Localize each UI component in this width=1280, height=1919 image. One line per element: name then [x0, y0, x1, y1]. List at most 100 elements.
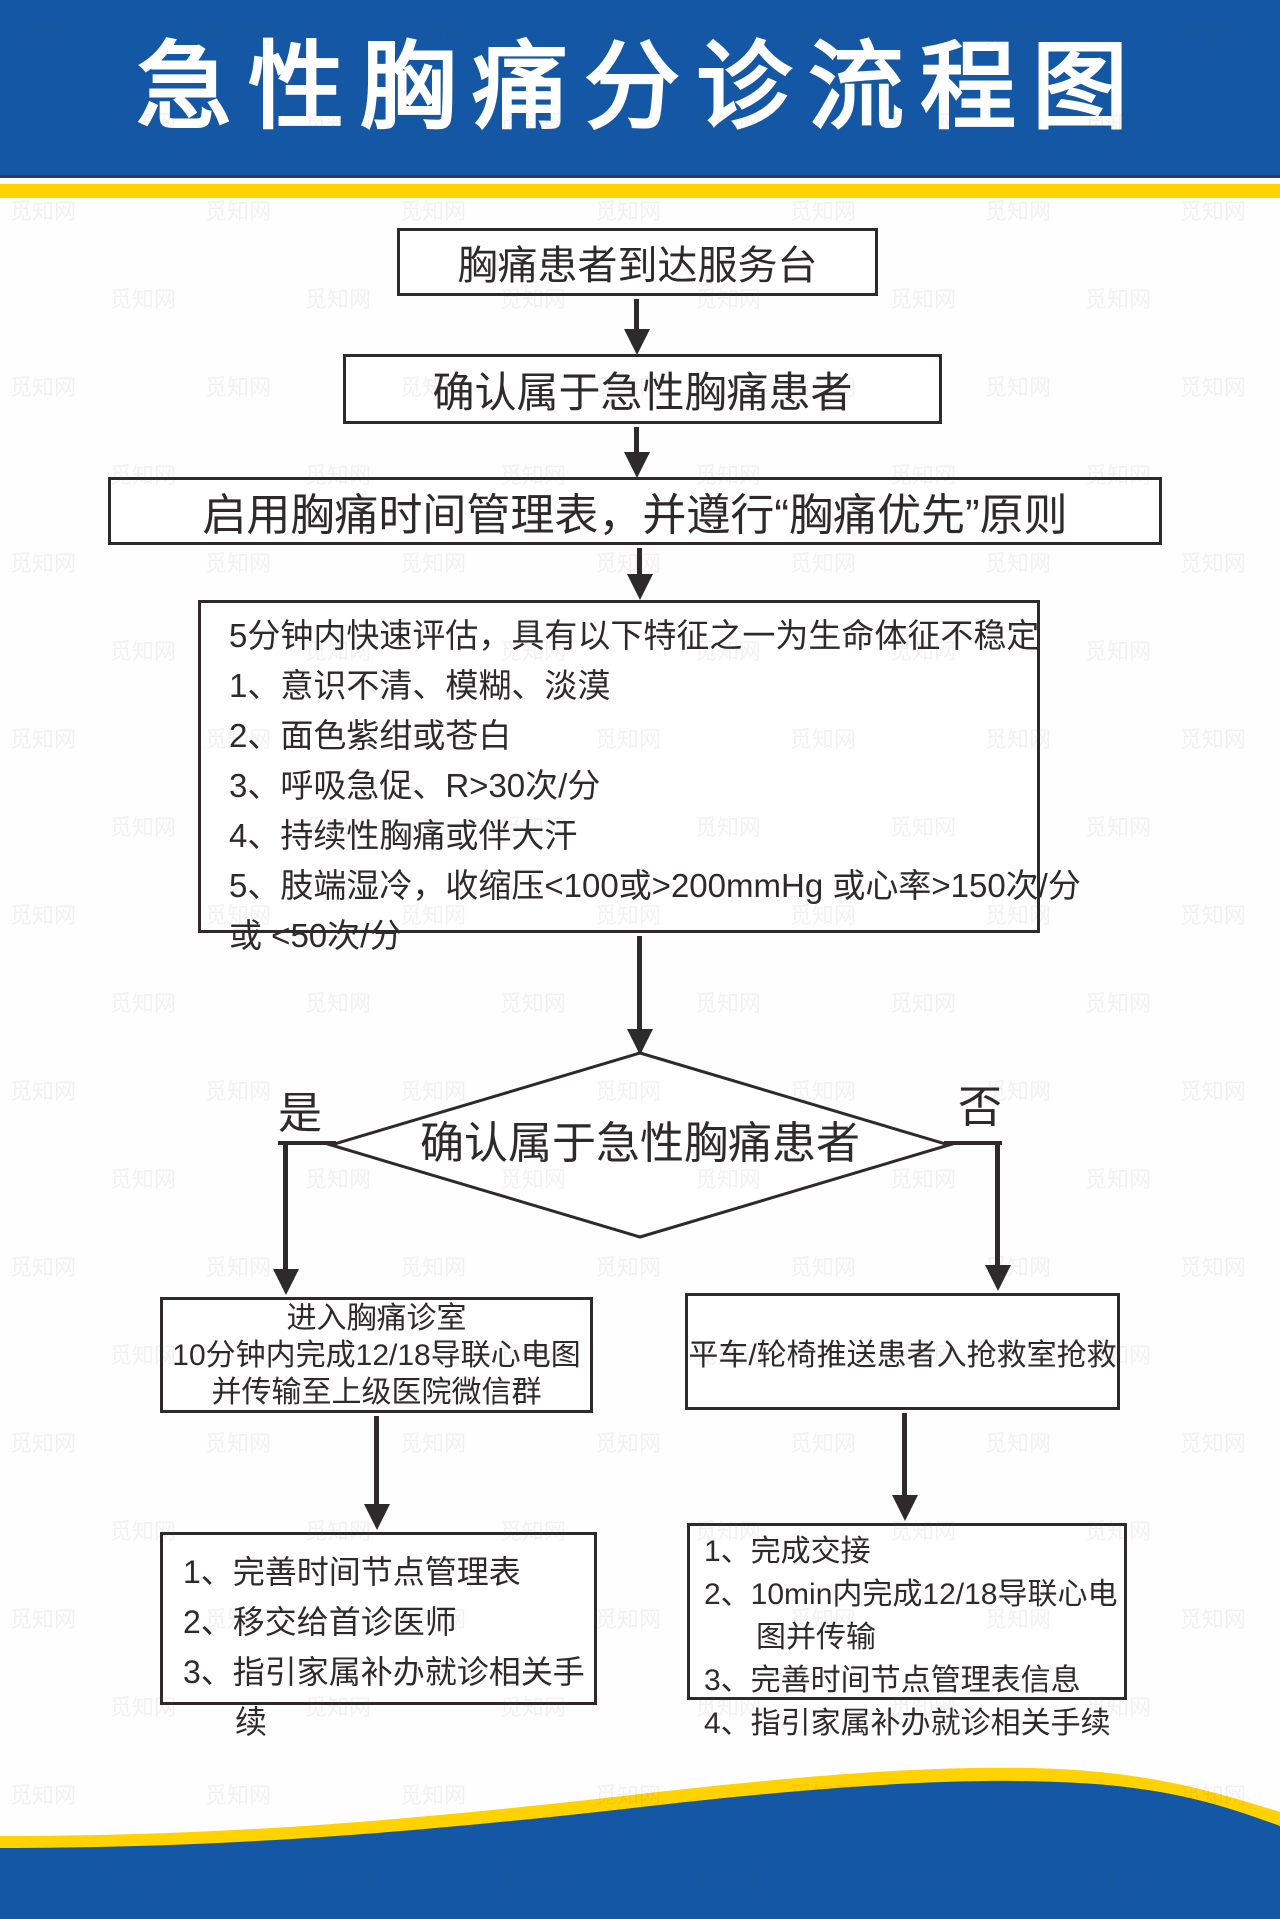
flow-box-assessment: 5分钟内快速评估，具有以下特征之一为生命体征不稳定 1、意识不清、模糊、淡漠 2…	[198, 600, 1081, 954]
watermark-text: 觅知网	[10, 1079, 77, 1104]
flow-box-chestpain-room: 进入胸痛诊室 10分钟内完成12/18导联心电图 并传输至上级医院微信群	[160, 1297, 593, 1413]
watermark-text: 觅知网	[985, 1431, 1052, 1456]
assessment-line: 4、持续性胸痛或伴大汗	[229, 817, 578, 854]
watermark-text: 觅知网	[10, 1431, 77, 1456]
left-task-item: 2、移交给首诊医师	[183, 1604, 457, 1640]
watermark-text: 觅知网	[985, 551, 1052, 576]
watermark-text: 觅知网	[1180, 1255, 1247, 1280]
watermark-text: 觅知网	[110, 639, 177, 664]
watermark-text: 觅知网	[10, 551, 77, 576]
arrow-2-head	[624, 452, 650, 478]
yellow-stripe	[0, 184, 1280, 198]
flow-box-rescue-room: 平车/轮椅推送患者入抢救室抢救	[685, 1293, 1120, 1410]
arrow-3-head	[627, 574, 653, 600]
watermark-text: 觅知网	[10, 375, 77, 400]
right-task-item: 2、10min内完成12/18导联心电图并传输	[704, 1578, 1118, 1654]
decision-diamond	[325, 1051, 955, 1239]
bottom-wave-decoration	[0, 1767, 1280, 1919]
watermark-text: 觅知网	[1085, 991, 1152, 1016]
arrow-5-head	[364, 1504, 390, 1530]
left-task-item: 3、指引家属补办就诊相关手续	[183, 1654, 585, 1740]
watermark-text: 觅知网	[10, 1607, 77, 1632]
watermark-text: 觅知网	[985, 199, 1052, 224]
watermark-text: 觅知网	[400, 551, 467, 576]
chestpain-room-line: 并传输至上级医院微信群	[211, 1375, 542, 1409]
watermark-text: 觅知网	[790, 551, 857, 576]
watermark-text: 觅知网	[695, 991, 762, 1016]
flow-box-arrival: 胸痛患者到达服务台	[397, 228, 878, 296]
watermark-text: 觅知网	[1180, 903, 1247, 928]
arrow-5-line	[374, 1416, 379, 1506]
watermark-text: 觅知网	[10, 903, 77, 928]
watermark-text: 觅知网	[595, 1431, 662, 1456]
watermark-text: 觅知网	[205, 375, 272, 400]
page-title: 急性胸痛分诊流程图	[136, 33, 1144, 141]
watermark-text: 觅知网	[890, 991, 957, 1016]
watermark-text: 觅知网	[400, 199, 467, 224]
watermark-text: 觅知网	[1180, 1431, 1247, 1456]
yes-branch-hline	[278, 1141, 336, 1145]
no-branch-vline	[995, 1145, 1000, 1267]
watermark-text: 觅知网	[790, 199, 857, 224]
watermark-text: 觅知网	[205, 1431, 272, 1456]
assessment-line: 或 <50次/分	[229, 917, 403, 954]
flow-box-timesheet-text: 启用胸痛时间管理表，并遵行“胸痛优先”原则	[202, 491, 1068, 540]
no-branch-arrowhead	[985, 1265, 1011, 1291]
watermark-text: 觅知网	[790, 1255, 857, 1280]
watermark-text: 觅知网	[10, 1255, 77, 1280]
watermark-text: 觅知网	[1180, 727, 1247, 752]
watermark-text: 觅知网	[400, 1255, 467, 1280]
watermark-text: 觅知网	[1180, 1079, 1247, 1104]
assessment-line: 3、呼吸急促、R>30次/分	[229, 767, 601, 804]
watermark-text: 觅知网	[1085, 1167, 1152, 1192]
arrow-6-head	[892, 1495, 918, 1521]
assessment-line: 5分钟内快速评估，具有以下特征之一为生命体征不稳定	[229, 617, 1040, 654]
assessment-line: 5、肢端湿冷，收缩压<100或>200mmHg 或心率>150次/分	[229, 867, 1081, 904]
arrow-3-line	[637, 548, 642, 577]
flow-box-left-tasks: 1、完善时间节点管理表 2、移交给首诊医师 3、指引家属补办就诊相关手续	[160, 1532, 597, 1740]
watermark-text: 觅知网	[1085, 639, 1152, 664]
arrow-1-head	[624, 329, 650, 355]
arrow-2-line	[634, 427, 639, 454]
yes-branch-vline	[283, 1145, 288, 1271]
watermark-text: 觅知网	[205, 551, 272, 576]
assessment-line: 1、意识不清、模糊、淡漠	[229, 667, 611, 704]
watermark-text: 觅知网	[595, 199, 662, 224]
watermark-text: 觅知网	[500, 991, 567, 1016]
right-task-item: 4、指引家属补办就诊相关手续	[704, 1707, 1111, 1740]
yes-branch-arrowhead	[273, 1269, 299, 1295]
arrow-6-line	[902, 1413, 907, 1497]
flow-box-right-tasks: 1、完成交接 2、10min内完成12/18导联心电图并传输 3、完善时间节点管…	[687, 1523, 1127, 1740]
left-task-item: 1、完善时间节点管理表	[183, 1554, 521, 1590]
watermark-text: 觅知网	[205, 1079, 272, 1104]
chestpain-room-line: 进入胸痛诊室	[286, 1301, 467, 1335]
header-band: 急性胸痛分诊流程图	[0, 0, 1280, 178]
watermark-text: 觅知网	[1180, 199, 1247, 224]
arrow-4-line	[637, 936, 642, 1031]
watermark-text: 觅知网	[110, 287, 177, 312]
watermark-text: 觅知网	[1180, 375, 1247, 400]
watermark-text: 觅知网	[205, 1255, 272, 1280]
watermark-text: 觅知网	[1085, 287, 1152, 312]
assessment-line: 2、面色紫绀或苍白	[229, 717, 512, 754]
watermark-text: 觅知网	[595, 1255, 662, 1280]
flow-box-timesheet: 启用胸痛时间管理表，并遵行“胸痛优先”原则	[108, 477, 1162, 545]
watermark-text: 觅知网	[1180, 1607, 1247, 1632]
watermark-text: 觅知网	[305, 287, 372, 312]
watermark-text: 觅知网	[205, 199, 272, 224]
watermark-text: 觅知网	[790, 1431, 857, 1456]
rescue-room-text: 平车/轮椅推送患者入抢救室抢救	[688, 1338, 1117, 1372]
watermark-text: 觅知网	[110, 815, 177, 840]
arrow-4-head	[627, 1029, 653, 1055]
watermark-text: 觅知网	[985, 375, 1052, 400]
flow-box-confirm-text: 确认属于急性胸痛患者	[432, 368, 853, 416]
right-task-item: 3、完善时间节点管理表信息	[704, 1664, 1081, 1697]
flow-box-arrival-text: 胸痛患者到达服务台	[457, 244, 818, 288]
watermark-text: 觅知网	[595, 1607, 662, 1632]
watermark-text: 觅知网	[10, 199, 77, 224]
yes-label: 是	[278, 1089, 322, 1138]
right-task-item: 1、完成交接	[704, 1535, 871, 1568]
arrow-1-line	[634, 299, 639, 331]
watermark-text: 觅知网	[890, 287, 957, 312]
